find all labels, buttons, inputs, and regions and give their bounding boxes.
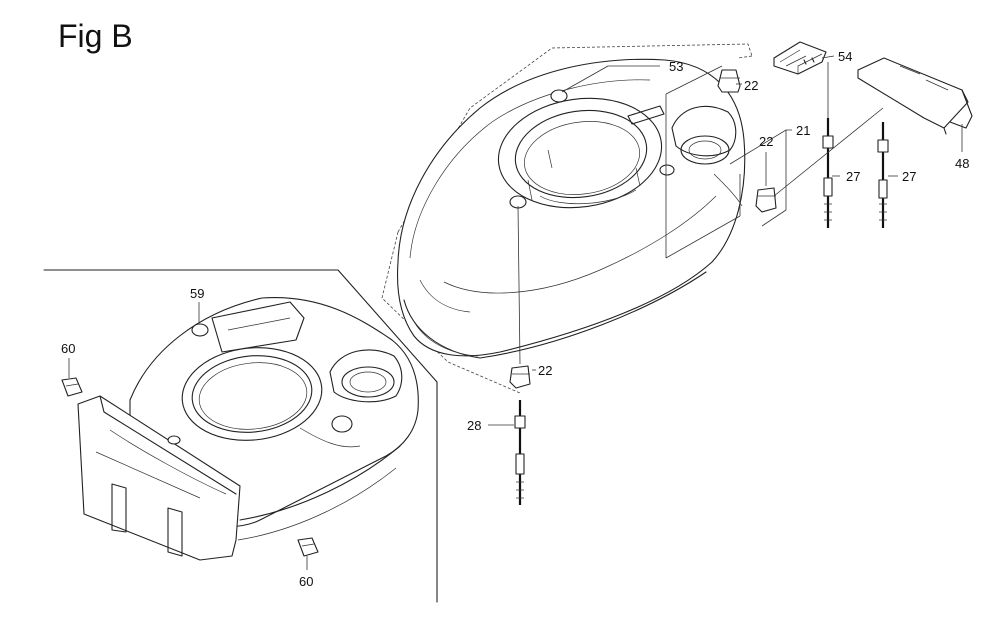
label-59: 59 [190,286,204,301]
label-53: 53 [669,59,683,74]
leader-lines [68,55,963,570]
label-21: 21 [796,123,810,138]
label-27-right: 27 [902,169,916,184]
inset-frame [43,269,438,603]
label-54: 54 [838,49,852,64]
label-28: 28 [467,418,481,433]
label-22-bottom: 22 [538,363,552,378]
part-22-nut-bottom [509,365,531,389]
label-60-left: 60 [61,341,75,356]
label-60-bottom: 60 [299,574,313,589]
part-22-nut-top [717,69,741,93]
part-27-bolt-right [877,122,889,228]
label-22-mid: 22 [759,134,773,149]
part-22-nut-mid [755,187,777,213]
label-27-left: 27 [846,169,860,184]
part-28-bolt [514,400,526,505]
label-48: 48 [955,156,969,171]
figure-title: Fig B [58,18,133,54]
fan-cover-upper [397,58,746,359]
callout-labels: 53 54 22 21 22 27 27 48 22 28 59 60 60 [61,49,969,589]
part-60-clip-left [61,377,83,397]
label-22-top: 22 [744,78,758,93]
fan-cover-lower [77,297,419,561]
part-27-bolt-left [822,118,834,228]
part-54-clip [773,41,827,75]
part-60-clip-bottom [297,537,319,557]
part-48-shield [857,57,973,135]
